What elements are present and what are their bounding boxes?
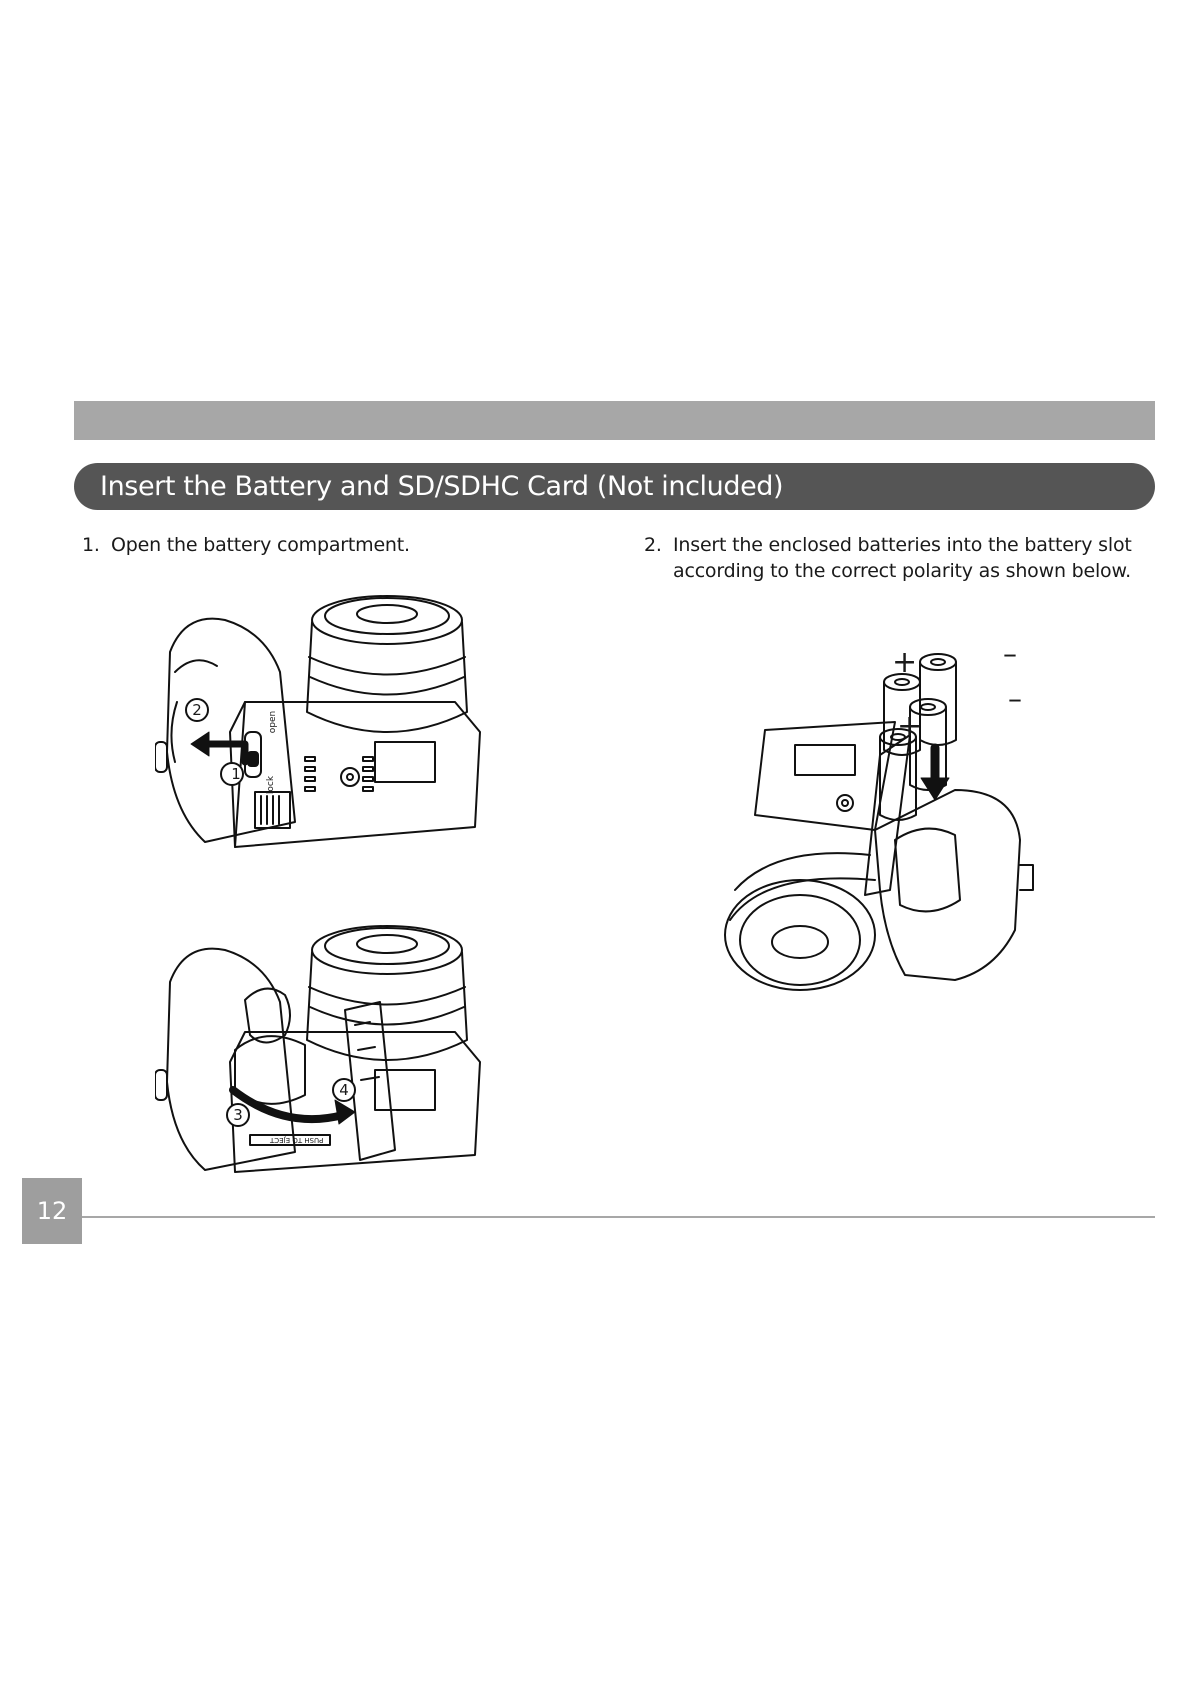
- push-to-eject-label: PUSH TO EJECT: [270, 1136, 323, 1144]
- callout-1: 1: [225, 763, 247, 785]
- callout-3: 3: [227, 1104, 249, 1126]
- minus-sign-upper: –: [1003, 640, 1017, 668]
- plus-sign-upper: +: [892, 648, 917, 678]
- step-text: Open the battery compartment.: [111, 532, 410, 558]
- camera-door-open-illustration: [155, 920, 505, 1190]
- step-text-line-2: according to the correct polarity as sho…: [673, 558, 1131, 584]
- section-header: Insert the Battery and SD/SDHC Card (Not…: [74, 463, 1155, 510]
- step-number: 2.: [644, 532, 662, 558]
- callout-2: 2: [186, 699, 208, 721]
- latch-label-lock: lock: [266, 776, 276, 794]
- callout-4: 4: [333, 1079, 355, 1101]
- step-1: 1. Open the battery compartment.: [82, 532, 602, 562]
- step-number: 1.: [82, 532, 100, 558]
- footer-rule: [82, 1216, 1155, 1218]
- step-2: 2. Insert the enclosed batteries into th…: [644, 532, 1144, 588]
- minus-sign-lower: –: [1008, 685, 1022, 713]
- plus-sign-lower: +: [897, 712, 922, 742]
- section-title: Insert the Battery and SD/SDHC Card (Not…: [100, 463, 783, 510]
- page-number: 12: [22, 1178, 82, 1244]
- page-number-box: 12: [22, 1178, 82, 1244]
- header-band: [74, 401, 1155, 440]
- step-text-line-1: Insert the enclosed batteries into the b…: [673, 532, 1132, 558]
- latch-label-open: open: [268, 711, 278, 733]
- camera-open-compartment-illustration: [155, 592, 505, 864]
